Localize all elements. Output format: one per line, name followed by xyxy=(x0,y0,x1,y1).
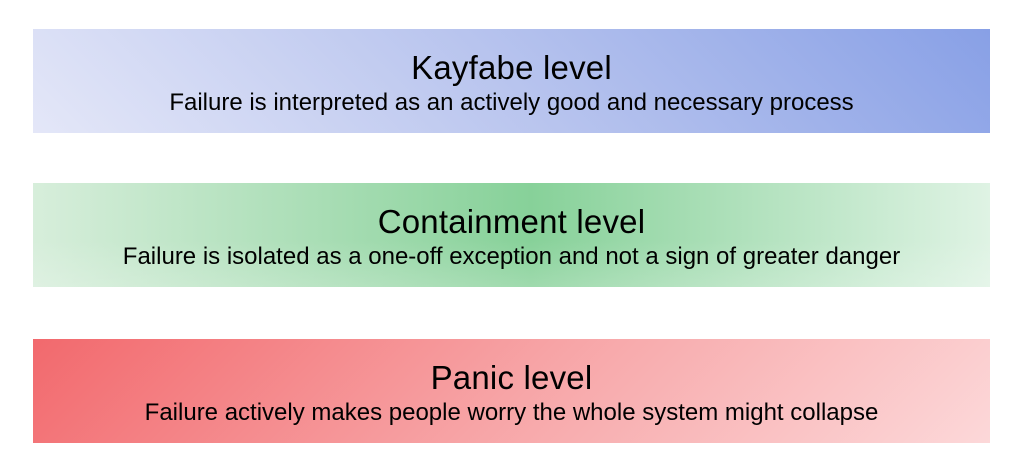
containment-level-description: Failure is isolated as a one-off excepti… xyxy=(122,243,901,270)
containment-level-title: Containment level xyxy=(377,203,646,240)
level-band-containment: Containment level Failure is isolated as… xyxy=(33,183,990,287)
panic-level-description: Failure actively makes people worry the … xyxy=(144,399,879,426)
kayfabe-level-description: Failure is interpreted as an actively go… xyxy=(169,89,854,116)
panic-level-title: Panic level xyxy=(430,359,593,396)
level-band-kayfabe: Kayfabe level Failure is interpreted as … xyxy=(33,29,990,133)
kayfabe-level-title: Kayfabe level xyxy=(411,49,612,86)
level-band-panic: Panic level Failure actively makes peopl… xyxy=(33,339,990,443)
